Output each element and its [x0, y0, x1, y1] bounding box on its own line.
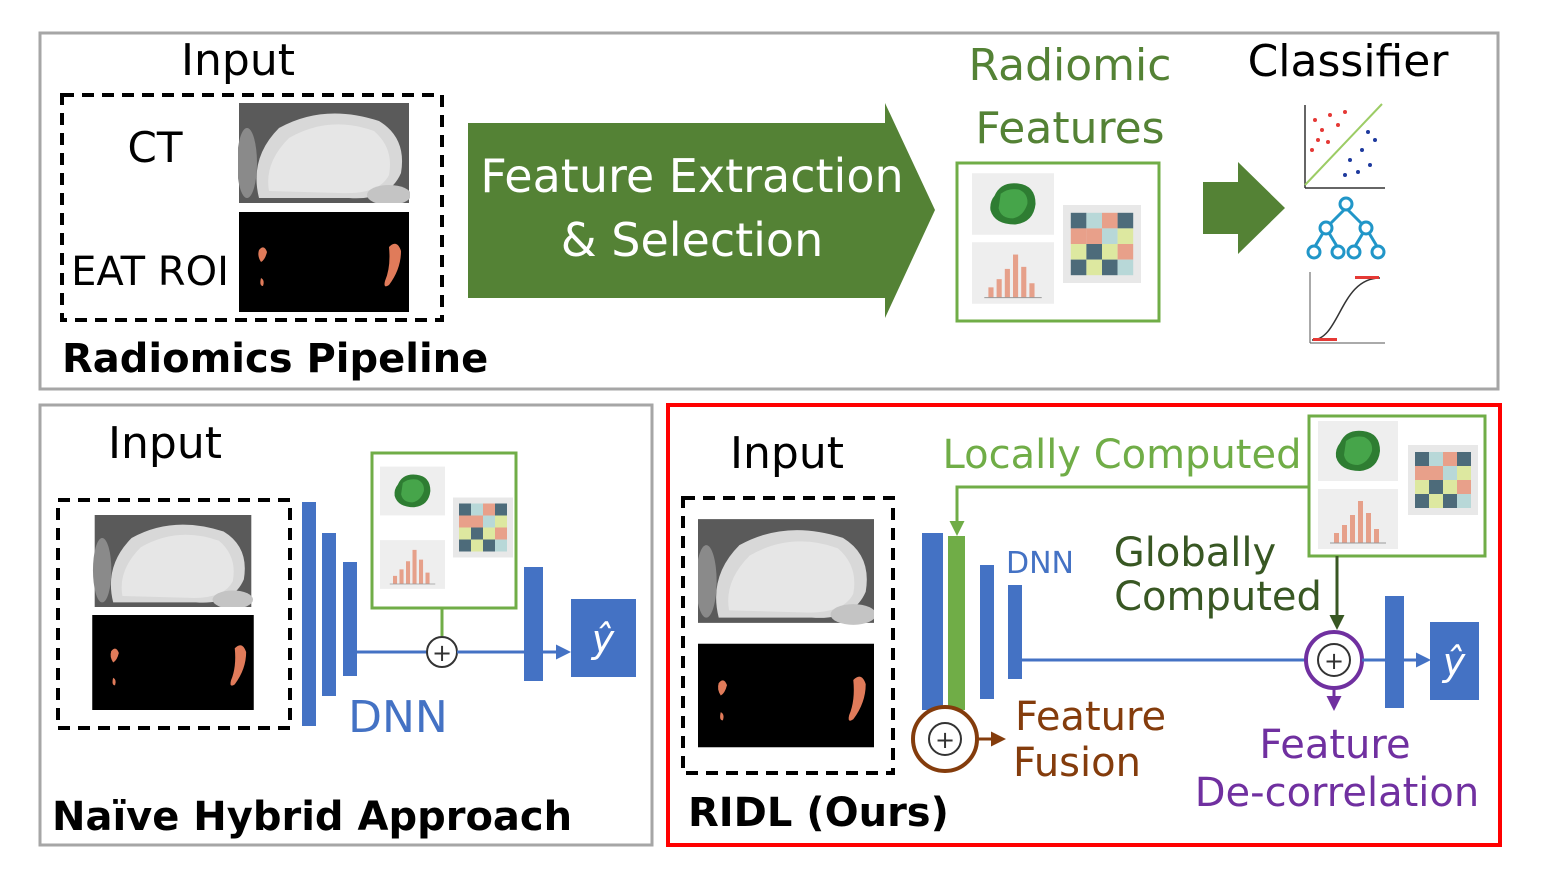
local-features-arrow: [949, 485, 1309, 536]
decorrelation-concat: [1317, 643, 1351, 677]
feature-fusion-line1: Feature: [1015, 694, 1166, 740]
classifier-label: Classifier: [1248, 36, 1450, 87]
scatter-classifier-icon: [1304, 103, 1385, 189]
histogram-feature-icon: [380, 539, 445, 590]
radiomic-label-line1: Radiomic: [969, 40, 1172, 91]
texture-matrix-icon: [1408, 445, 1478, 515]
radiomics-pipeline-title: Radiomics Pipeline: [62, 336, 488, 382]
input-label: Input: [730, 428, 844, 479]
arrow-text-line2: & Selection: [561, 213, 823, 267]
decision-tree-icon: [1306, 196, 1386, 260]
dnn-layer-2: [980, 565, 994, 699]
input-dashed-box: [60, 93, 444, 322]
feature-extraction-arrow: [468, 103, 935, 318]
histogram-feature-icon: [972, 242, 1054, 304]
dnn-label: DNN: [348, 692, 448, 743]
feature-decorr-line1: Feature: [1259, 722, 1410, 768]
eat-roi-image: [698, 643, 874, 748]
logistic-curve-icon: [1309, 272, 1385, 344]
ridl-title: RIDL (Ours): [688, 790, 949, 836]
eat-roi-label: EAT ROI: [71, 249, 229, 295]
dnn-layer-1: [302, 502, 316, 726]
fc-layer: [1385, 596, 1404, 708]
fusion-concat: [928, 722, 962, 756]
concat-plus: +: [432, 639, 452, 667]
ridl-panel: Input Locally Computed DNN Globally Comp…: [666, 403, 1502, 847]
dnn-layer-2: [322, 533, 336, 696]
decorr-plus: +: [1324, 647, 1344, 675]
classifier-arrow: [1203, 162, 1285, 254]
feature-fusion-line2: Fusion: [1013, 740, 1141, 786]
output-box: [1430, 622, 1479, 700]
input-dashed-box: [681, 496, 895, 775]
ct-image: [698, 519, 874, 625]
eat-roi-image: [92, 615, 254, 710]
ct-label: CT: [128, 123, 183, 172]
fusion-plus: +: [935, 726, 955, 754]
naive-hybrid-title: Naïve Hybrid Approach: [52, 794, 572, 840]
shape-feature-icon: [1318, 421, 1398, 481]
radiomics-pipeline-panel: Input CT EAT ROI Feature Extraction & Se…: [38, 31, 1500, 391]
dnn-layer-3: [343, 562, 357, 676]
texture-matrix-icon: [453, 497, 513, 558]
feature-decorr-line2: De-correlation: [1195, 770, 1479, 816]
input-label: Input: [108, 418, 222, 469]
output-box: [571, 599, 636, 677]
fused-feature-layer: [948, 536, 965, 710]
eat-roi-image: [239, 212, 409, 312]
dnn-label: DNN: [1006, 546, 1074, 581]
radiomic-label-line2: Features: [975, 103, 1164, 154]
dnn-layer-3: [1008, 585, 1022, 679]
arrow-text-line1: Feature Extraction: [480, 149, 903, 203]
output-y-hat: ŷ: [1442, 640, 1466, 684]
globally-computed-line1: Globally: [1114, 530, 1276, 576]
fc-layer: [524, 567, 543, 681]
output-y-hat: ŷ: [591, 617, 615, 661]
histogram-feature-icon: [1318, 488, 1398, 550]
input-dashed-box: [56, 498, 292, 730]
naive-hybrid-panel: Input + ŷ DNN Naïve Hybrid Approach: [38, 403, 654, 847]
texture-matrix-icon: [1063, 205, 1141, 283]
dnn-layer-1: [922, 533, 943, 710]
globally-computed-line2: Computed: [1114, 574, 1322, 620]
shape-feature-icon: [972, 173, 1054, 235]
ct-image: [238, 103, 410, 203]
shape-feature-icon: [380, 466, 445, 516]
locally-computed-label: Locally Computed: [943, 432, 1302, 478]
input-label: Input: [181, 35, 295, 86]
ct-image: [92, 515, 254, 607]
